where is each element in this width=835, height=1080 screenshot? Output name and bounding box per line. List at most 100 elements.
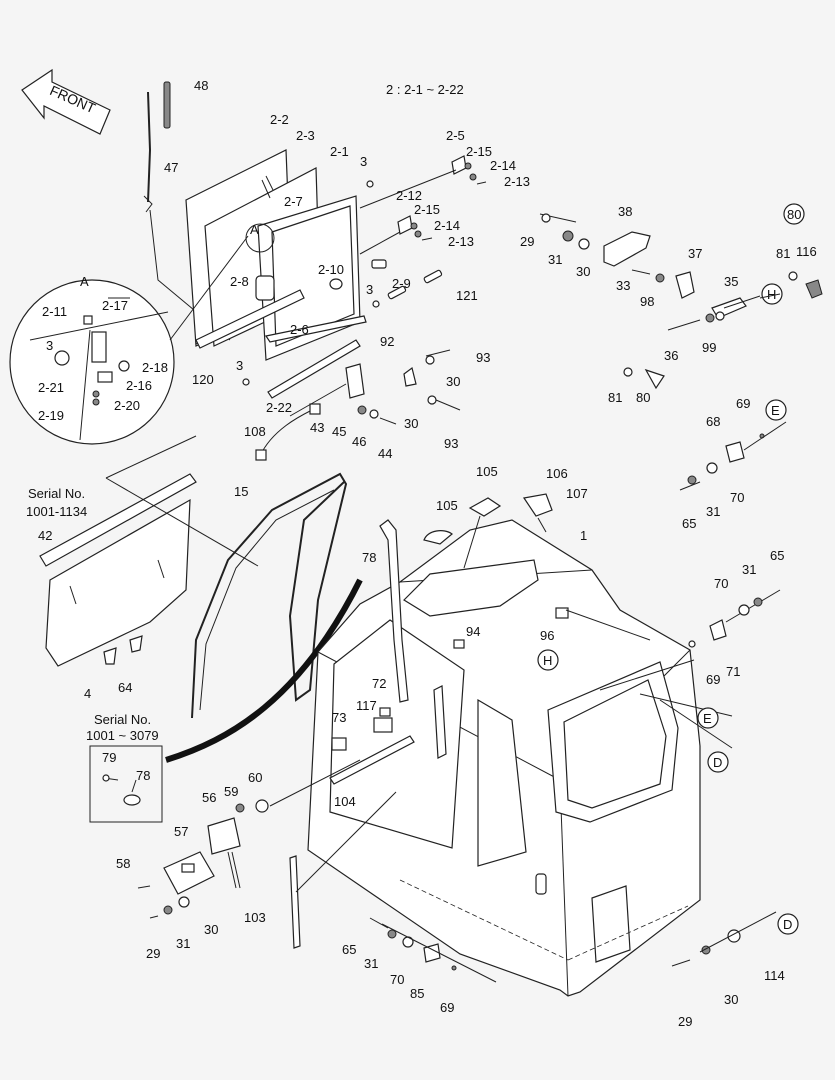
part-label: 2-1 bbox=[330, 144, 349, 159]
part-label: 2-13 bbox=[448, 234, 474, 249]
bottom-stay-parts bbox=[369, 911, 777, 983]
connector-d-bottom-label: D bbox=[783, 917, 792, 932]
part-label: 93 bbox=[476, 350, 490, 365]
part-label: 78 bbox=[136, 768, 150, 783]
connector-e-right bbox=[697, 707, 719, 729]
serial-note-2-range: 1001 ~ 3079 bbox=[86, 728, 159, 743]
part-label: 2-3 bbox=[296, 128, 315, 143]
part-label: 59 bbox=[224, 784, 238, 799]
handle-parts bbox=[255, 349, 461, 461]
part-label: 78 bbox=[362, 550, 376, 565]
part-label: 31 bbox=[706, 504, 720, 519]
part-label: 2-9 bbox=[392, 276, 411, 291]
part-label: 103 bbox=[244, 910, 266, 925]
part-label: 15 bbox=[234, 484, 248, 499]
part-label: 2-15 bbox=[466, 144, 492, 159]
part-label: 4 bbox=[84, 686, 91, 701]
connector-h-top bbox=[761, 283, 783, 305]
part-label: 38 bbox=[618, 204, 632, 219]
part-label: 79 bbox=[102, 750, 116, 765]
part-label: 2-8 bbox=[230, 274, 249, 289]
part-label: 37 bbox=[688, 246, 702, 261]
part-label: 30 bbox=[404, 416, 418, 431]
part-label: 44 bbox=[378, 446, 392, 461]
part-label: 68 bbox=[706, 414, 720, 429]
part-label: 72 bbox=[372, 676, 386, 691]
part-label: 3 bbox=[236, 358, 243, 373]
part-label: 56 bbox=[202, 790, 216, 805]
part-label: 45 bbox=[332, 424, 346, 439]
connector-d-right bbox=[707, 751, 729, 773]
part-label: 36 bbox=[664, 348, 678, 363]
part-label: 2-18 bbox=[142, 360, 168, 375]
part-label: 2-14 bbox=[490, 158, 516, 173]
range-note: 2 : 2-1 ~ 2-22 bbox=[386, 82, 464, 97]
connector-h-left-label: H bbox=[543, 653, 552, 668]
serial-note-1-title: Serial No. bbox=[28, 486, 85, 501]
part-label: 98 bbox=[640, 294, 654, 309]
part-label: 48 bbox=[194, 78, 208, 93]
part-label: 117 bbox=[356, 698, 377, 713]
part-label: 3 bbox=[46, 338, 53, 353]
part-number-labels: 48 47 2-2 2-3 2-1 3 2-7 2-5 2-15 2-14 2-… bbox=[38, 78, 817, 1029]
part-label: 30 bbox=[446, 374, 460, 389]
part-label: 93 bbox=[444, 436, 458, 451]
serial-note-2-title: Serial No. bbox=[94, 712, 151, 727]
part-label: 65 bbox=[682, 516, 696, 531]
part-label: 1 bbox=[580, 528, 587, 543]
part-label: 31 bbox=[176, 936, 190, 951]
part-label: 2-10 bbox=[318, 262, 344, 277]
part-label: 33 bbox=[616, 278, 630, 293]
lamp-assembly bbox=[137, 759, 397, 949]
part-label: 58 bbox=[116, 856, 130, 871]
part-label: 35 bbox=[724, 274, 738, 289]
part-label: 2-20 bbox=[114, 398, 140, 413]
part-label: 81 bbox=[608, 390, 622, 405]
part-label: A bbox=[250, 222, 259, 237]
part-label: 42 bbox=[38, 528, 52, 543]
part-label: 65 bbox=[770, 548, 784, 563]
part-label: 2-6 bbox=[290, 322, 309, 337]
part-label: 43 bbox=[310, 420, 324, 435]
part-label: 80 bbox=[787, 207, 801, 222]
part-label: 73 bbox=[332, 710, 346, 725]
lower-front-window bbox=[39, 435, 259, 667]
part-label: 121 bbox=[456, 288, 478, 303]
part-label: 2-22 bbox=[266, 400, 292, 415]
part-label: 2-7 bbox=[284, 194, 303, 209]
part-label: 70 bbox=[730, 490, 744, 505]
part-label: 31 bbox=[548, 252, 562, 267]
part-label: 3 bbox=[360, 154, 367, 169]
part-label: 2-21 bbox=[38, 380, 64, 395]
serial-note-1-range: 1001-1134 bbox=[26, 504, 87, 519]
part-label: 105 bbox=[436, 498, 458, 513]
connector-d-bottom bbox=[777, 913, 799, 935]
part-label: 29 bbox=[146, 946, 160, 961]
door-stay-parts bbox=[539, 213, 823, 390]
part-label: 69 bbox=[736, 396, 750, 411]
connector-h-top-label: H bbox=[767, 287, 776, 302]
connector-marks: H E H E D D bbox=[537, 203, 805, 935]
part-label: 2-5 bbox=[446, 128, 465, 143]
cab-interior-strips bbox=[329, 493, 696, 785]
connector-d-right-label: D bbox=[713, 755, 722, 770]
part-label: 107 bbox=[566, 486, 588, 501]
latch-brackets bbox=[329, 155, 487, 300]
part-label: 31 bbox=[364, 956, 378, 971]
part-label: 92 bbox=[380, 334, 394, 349]
part-label: 2-15 bbox=[414, 202, 440, 217]
part-label: 2-19 bbox=[38, 408, 64, 423]
part-label: 65 bbox=[342, 942, 356, 957]
part-label: 2-17 bbox=[102, 298, 128, 313]
part-label: 2-12 bbox=[396, 188, 422, 203]
part-label: 69 bbox=[706, 672, 720, 687]
part-label: 2-13 bbox=[504, 174, 530, 189]
part-label: 108 bbox=[244, 424, 266, 439]
part-label: 104 bbox=[334, 794, 356, 809]
part-label: 96 bbox=[540, 628, 554, 643]
stay-bracket-h bbox=[599, 589, 781, 749]
part-label: 99 bbox=[702, 340, 716, 355]
part-label: 69 bbox=[440, 1000, 454, 1015]
part-label: 31 bbox=[742, 562, 756, 577]
part-label: 105 bbox=[476, 464, 498, 479]
